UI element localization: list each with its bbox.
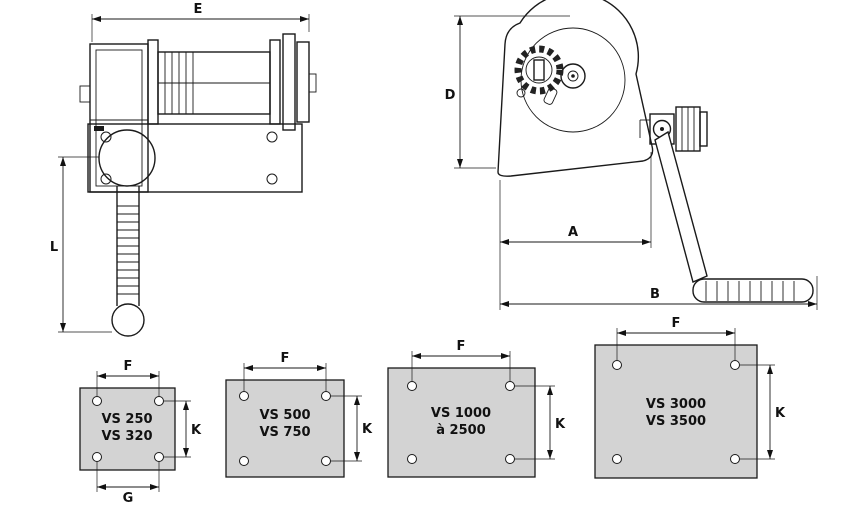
dimension-g-plate1: G [96, 462, 160, 506]
base-frame [87, 123, 303, 193]
plate-label-line2: à 2500 [436, 423, 485, 438]
mounting-plate-vs250-vs320: VS 250 VS 320 F K G [79, 359, 202, 506]
dim-label-f: F [672, 316, 681, 331]
plate-label-line1: VS 250 [101, 412, 152, 427]
cable-drum [147, 39, 281, 125]
side-view-winch: D A B [445, 0, 818, 310]
mounting-plate-vs3000-vs3500: VS 3000 VS 3500 F K [594, 316, 786, 479]
plate-label-line2: VS 320 [101, 429, 152, 444]
dimension-k-plate3: K [515, 385, 566, 460]
gear-housing [79, 43, 149, 193]
dim-label-b: B [650, 287, 660, 302]
dim-label-f: F [124, 359, 133, 374]
plate-label-line1: VS 500 [259, 408, 310, 423]
dimension-f-plate1: F [96, 359, 160, 396]
drive-gear [514, 45, 564, 105]
dimension-k-plate1: K [164, 400, 202, 458]
plate-label-line1: VS 1000 [431, 406, 491, 421]
mounting-plate-vs500-vs750: VS 500 VS 750 F K [225, 351, 373, 478]
dimension-a: A [499, 152, 652, 310]
dim-label-k: K [775, 406, 786, 421]
front-view-winch: E L [50, 2, 317, 337]
plate-label-line2: VS 3500 [646, 414, 706, 429]
crank-handle [654, 130, 814, 303]
dim-label-k: K [362, 422, 373, 437]
handle-assembly [98, 129, 156, 337]
dimension-f-plate3: F [411, 339, 511, 381]
dimension-k-plate4: K [740, 364, 786, 460]
winch-body [497, 0, 654, 177]
ratchet-discs [282, 33, 317, 131]
dimension-d: D [445, 15, 570, 169]
dimension-f-plate4: F [616, 316, 736, 360]
dimension-b: B [500, 276, 818, 310]
plate-label-line2: VS 750 [259, 425, 310, 440]
dim-label-g: G [123, 491, 134, 506]
dimension-l: L [50, 156, 112, 333]
dim-label-e: E [194, 2, 203, 17]
plate-label-line1: VS 3000 [646, 397, 706, 412]
dim-label-f: F [457, 339, 466, 354]
mounting-plate-vs1000-2500: VS 1000 à 2500 F K [387, 339, 566, 478]
dimension-f-plate2: F [243, 351, 327, 391]
dim-label-d: D [445, 88, 456, 103]
dim-label-l: L [50, 240, 58, 255]
dimension-e: E [91, 2, 310, 42]
dim-label-k: K [555, 417, 566, 432]
dim-label-f: F [281, 351, 290, 366]
dim-label-a: A [568, 225, 578, 240]
dim-label-k: K [191, 423, 202, 438]
dimension-k-plate2: K [331, 395, 373, 462]
crank-hub [639, 106, 708, 152]
